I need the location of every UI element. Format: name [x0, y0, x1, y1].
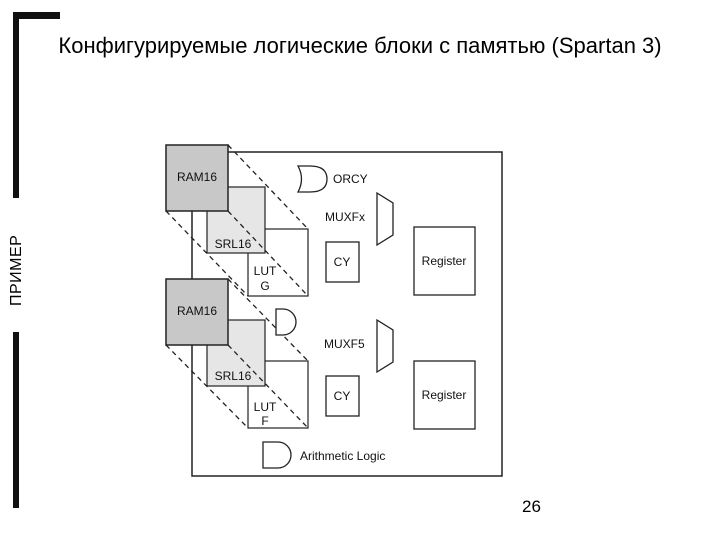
cy-bottom-block [325, 375, 360, 417]
lut-g-label-1: LUT [254, 264, 277, 278]
cy-bottom-label: CY [334, 389, 351, 403]
lut-f-label-1: LUT [254, 400, 277, 414]
muxf5-icon [376, 318, 394, 374]
orcy-label: ORCY [333, 172, 368, 186]
lut-bottom-dashed-edges [165, 278, 309, 429]
lut-stack-bottom [165, 278, 309, 429]
srl16-bottom-label: SRL16 [215, 369, 252, 383]
register-top-label: Register [422, 254, 467, 268]
ram16-top-block [165, 144, 229, 212]
frame-bar-top [13, 12, 60, 19]
ram16-bottom-block [165, 278, 229, 346]
register-bottom-label: Register [422, 388, 467, 402]
srl16-top-label: SRL16 [215, 237, 252, 251]
register-top-block [413, 226, 476, 296]
ram16-top-label: RAM16 [177, 170, 217, 184]
lut-f-label-2: F [261, 414, 268, 428]
arithmetic-gate-icon [262, 441, 292, 469]
lut-top-dashed-edges [165, 144, 309, 297]
ram16-bottom-label: RAM16 [177, 304, 217, 318]
frame-bar-left-upper [13, 12, 19, 198]
register-bottom-block [413, 360, 476, 430]
slide-title: Конфигурируемые логические блоки с памят… [58, 33, 662, 58]
lut-g-label-2: G [260, 279, 269, 293]
cy-top-label: CY [334, 255, 351, 269]
arithmetic-logic-label: Arithmetic Logic [300, 449, 385, 463]
orcy-gate-icon [296, 165, 328, 193]
page-number: 26 [522, 497, 541, 516]
muxf5-label: MUXF5 [324, 337, 365, 351]
muxfx-label: MUXFx [325, 210, 365, 224]
lut-stack-top [165, 144, 309, 297]
cy-top-block [325, 241, 360, 283]
muxfx-icon [376, 191, 394, 247]
frame-bar-left-lower [13, 332, 19, 508]
and-gate-icon [275, 308, 297, 336]
